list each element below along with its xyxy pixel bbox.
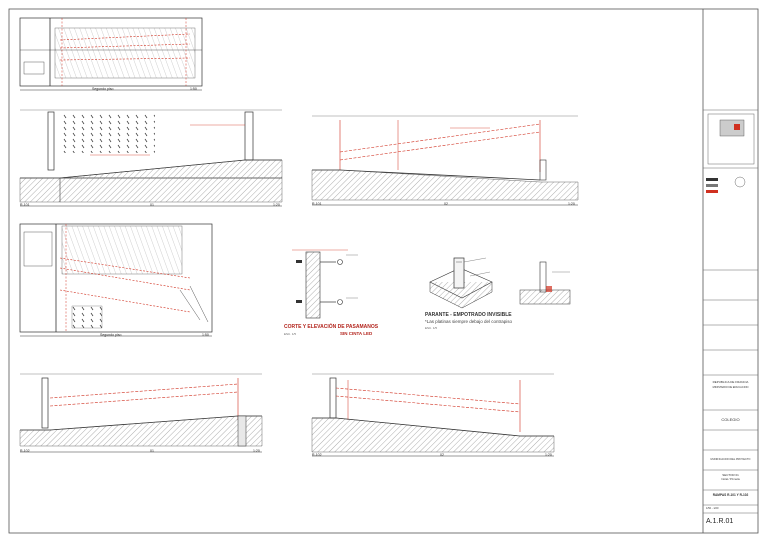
section-r102-01 <box>19 373 263 453</box>
section-r102-02 <box>311 373 555 457</box>
section-r102-02-ref: R-102 <box>312 453 322 457</box>
section-r101-01-scale: 1:20 <box>273 203 280 207</box>
plan-mid-scale: 1:50 <box>202 333 209 337</box>
tb-project: MUNIFICACIÓN DEL PROYECTO <box>710 458 751 461</box>
section-r101-02-marker: 02 <box>444 202 448 206</box>
parante-note: *Las platinas siempre debajo del contrap… <box>425 319 513 324</box>
section-r101-02 <box>311 115 579 206</box>
tb-scale: 1/50 - 1/20 <box>706 507 719 510</box>
plan-top-detail <box>19 17 203 91</box>
handrail-scale: ESC. 1/5 <box>284 332 297 336</box>
section-r102-01-scale: 1:20 <box>253 449 260 453</box>
plan-mid-caption: Segundo piso <box>100 333 122 337</box>
tb-level: Inicial / Primaria <box>721 478 740 481</box>
section-r102-02-scale: 1:20 <box>545 453 552 457</box>
handrail-subtitle: SIN CINTA LED <box>340 331 373 336</box>
section-r101-01-ref: R-101 <box>20 203 30 207</box>
tb-sheet-number: A.1.R.01 <box>706 518 734 525</box>
parante-title: PARANTE - EMPOTRADO INVISIBLE <box>425 312 512 318</box>
tb-country: REPUBLICA DE FRANCIA <box>712 380 749 384</box>
handrail-title: CORTE Y ELEVACIÓN DE PASAMANOS <box>284 324 379 330</box>
section-r101-01 <box>19 109 283 207</box>
section-r101-01-marker: 01 <box>150 203 154 207</box>
plan-mid-detail <box>19 223 213 337</box>
plan-top-caption: Segundo piso <box>92 87 114 91</box>
tb-ministry: MINISTERIO DE EDUCACIÓN <box>712 386 749 389</box>
section-r102-01-ref: R-102 <box>20 449 30 453</box>
section-r101-02-ref: R-101 <box>312 202 322 206</box>
tb-sector: SECTOR 01 <box>722 473 739 477</box>
tb-building-type: COLEGIO <box>721 418 740 422</box>
section-r102-01-marker: 01 <box>150 449 154 453</box>
title-block <box>703 109 758 514</box>
parante-scale: ESC. 1/5 <box>425 326 438 330</box>
parante-detail <box>429 257 571 309</box>
key-plan <box>707 113 755 165</box>
section-r101-02-scale: 1:20 <box>568 202 575 206</box>
plan-top-scale: 1:50 <box>190 87 197 91</box>
section-r102-02-marker: 02 <box>440 453 444 457</box>
handrail-detail <box>292 249 358 319</box>
sheet-frame <box>8 8 759 534</box>
tb-sheet-title: RAMPAS R-101 Y R-102 <box>712 493 749 497</box>
